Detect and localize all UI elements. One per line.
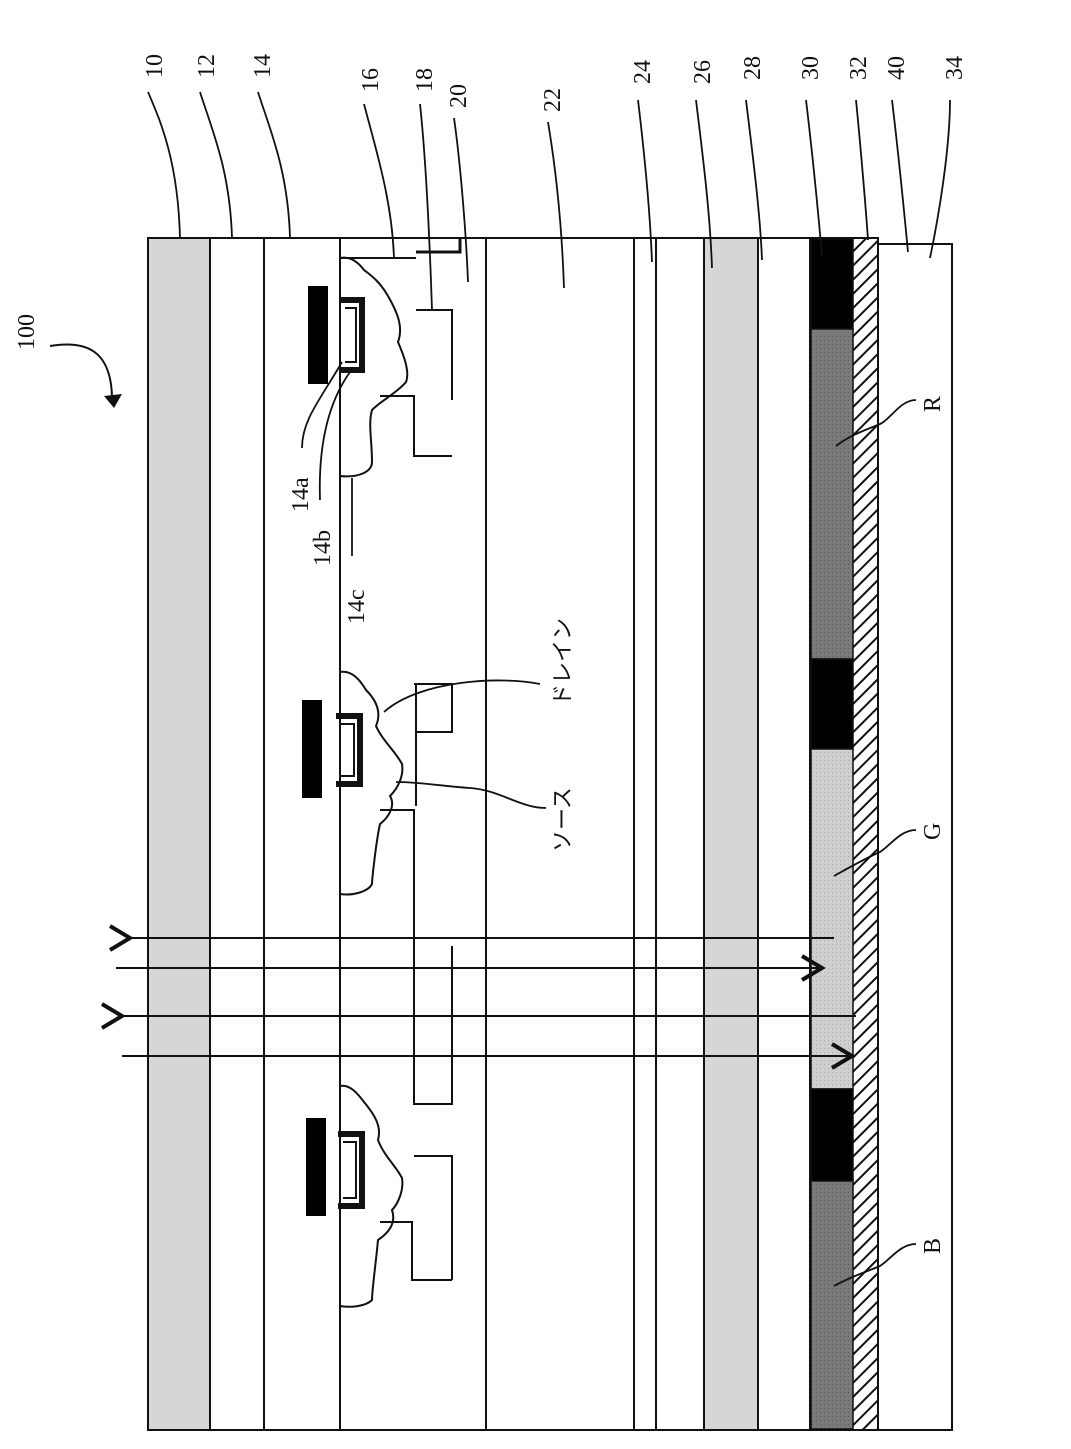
layer-26 (656, 238, 704, 1430)
layer-label-16: 16 (358, 68, 384, 92)
label-B: B (920, 1238, 946, 1254)
black-matrix-segment (811, 1089, 853, 1181)
layer-label-24: 24 (630, 60, 656, 84)
label-source: ソース (551, 787, 576, 852)
layer-label-26: 26 (690, 60, 716, 84)
layer-40-hatched (852, 238, 878, 1430)
red-filter-segment (811, 329, 853, 659)
layer-label-40: 40 (884, 56, 910, 80)
blue-filter-segment (811, 1181, 853, 1429)
layer-label-18: 18 (412, 68, 438, 92)
figure-pointer-arrowhead (104, 394, 122, 408)
figure-number: 100 (14, 314, 122, 408)
layer-30 (758, 238, 810, 1430)
figure-pointer-arrow (50, 344, 112, 400)
layer-label-22: 22 (540, 88, 566, 112)
layer-24 (634, 238, 656, 1430)
layer-label-32: 32 (846, 56, 872, 80)
gate-bar (306, 1118, 326, 1216)
green-filter-segment (811, 749, 853, 1089)
label-drain: ドレイン (551, 618, 576, 706)
layer-label-30: 30 (798, 56, 824, 80)
layer-label-12: 12 (194, 54, 220, 78)
layer-28-glass (704, 238, 758, 1430)
label-R: R (920, 396, 946, 412)
label-14b: 14b (310, 530, 336, 566)
figure-number-text: 100 (14, 314, 40, 350)
label-14c: 14c (344, 589, 370, 624)
label-14a: 14a (288, 477, 314, 512)
color-filter-segments (811, 239, 853, 1429)
black-matrix-segment (811, 239, 853, 329)
layer-label-20: 20 (446, 84, 472, 108)
layer-12 (210, 238, 264, 1430)
label-G: G (920, 823, 946, 840)
layer-label-14: 14 (250, 54, 276, 78)
gate-bar (302, 700, 322, 798)
layer-label-28: 28 (740, 56, 766, 80)
layer-10-glass (148, 238, 210, 1430)
layer-label-34: 34 (942, 56, 968, 80)
black-matrix-segment (811, 659, 853, 749)
layer-labels: 10 12 14 16 18 20 22 24 26 28 30 32 40 3… (142, 54, 968, 112)
gate-bar (308, 286, 328, 384)
layer-label-10: 10 (142, 54, 168, 78)
